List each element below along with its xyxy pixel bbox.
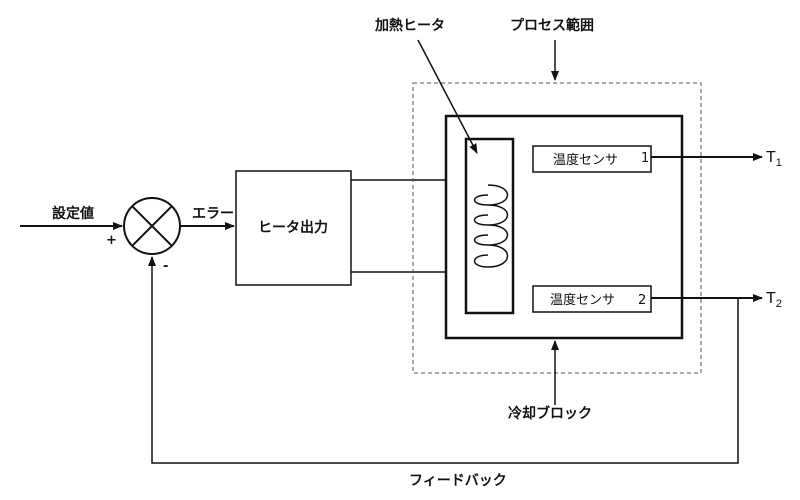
temp-sensor-1 <box>532 145 652 173</box>
temp-sensor-2-number: 2 <box>638 293 646 308</box>
feedback-path <box>148 256 739 464</box>
plus-sign: + <box>106 233 117 248</box>
error-label: エラー <box>192 206 234 222</box>
heater-output-label: ヒータ出力 <box>258 219 328 236</box>
feedback-label: フィードバック <box>409 473 507 489</box>
heating-heater-element <box>464 137 515 315</box>
heater-coil <box>473 184 509 268</box>
summing-junction <box>123 197 181 255</box>
temp-sensor-1-number: 1 <box>641 151 649 166</box>
heater-output-block <box>235 170 352 286</box>
heating-heater-pointer <box>417 39 478 154</box>
heating-heater-label: 加熱ヒータ <box>374 17 445 34</box>
cooling-block-label: 冷却ブロック <box>508 405 592 422</box>
minus-sign: - <box>163 259 168 274</box>
process-range-boundary <box>412 82 702 374</box>
t2-label: T2 <box>766 290 782 310</box>
temp-sensor-2-label: 温度センサ <box>550 292 615 308</box>
temp-sensor-1-label: 温度センサ <box>553 152 618 168</box>
temp-sensor-2 <box>532 285 652 313</box>
setpoint-label: 設定値 <box>52 205 94 222</box>
t1-label: T1 <box>766 149 782 169</box>
process-range-label: プロセス範囲 <box>510 17 594 34</box>
